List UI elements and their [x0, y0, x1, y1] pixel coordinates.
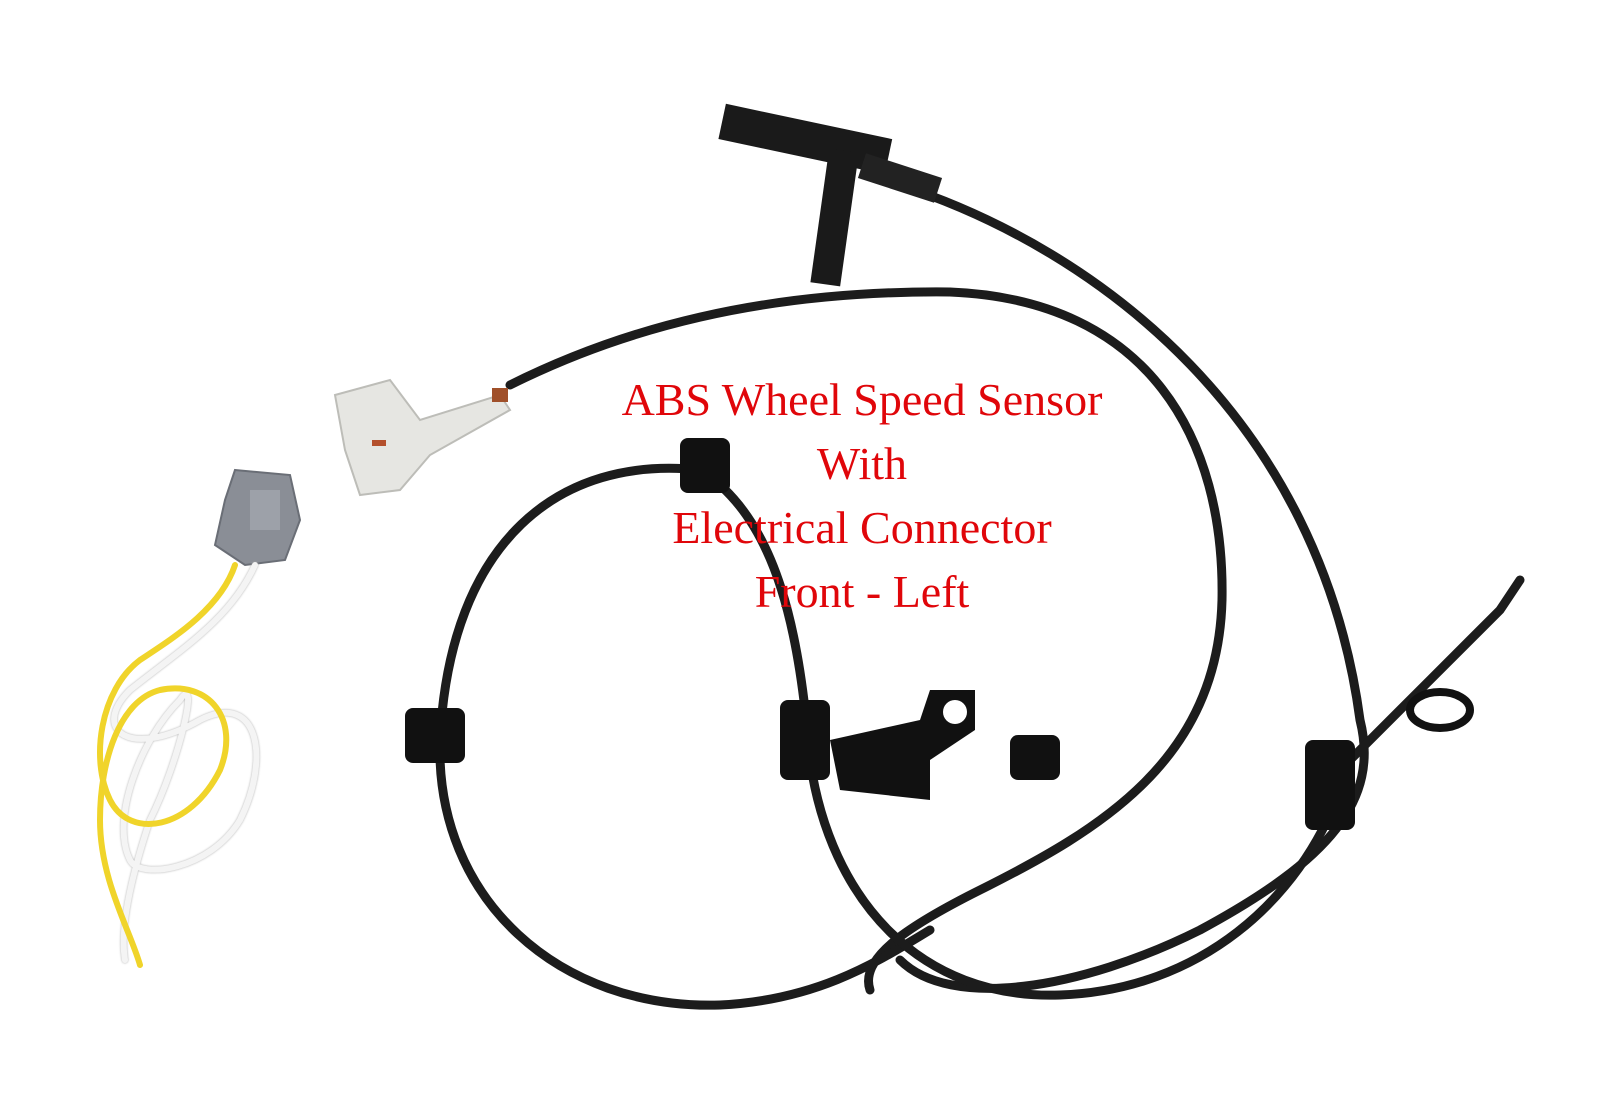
sensor-cable-left-loop [435, 463, 935, 1010]
sensor-cable-outer [895, 180, 1369, 993]
white-sensor-connector [333, 378, 512, 497]
product-caption: ABS Wheel Speed Sensor With Electrical C… [560, 368, 1164, 624]
sensor-cable-middle [695, 465, 1345, 1000]
bracket-arm [1345, 575, 1525, 765]
caption-line-connector: Electrical Connector [672, 502, 1052, 553]
cable-clips [405, 438, 1474, 830]
gray-pigtail-connector [213, 468, 302, 567]
caption-line-with: With [816, 438, 908, 489]
pigtail-wires [96, 562, 260, 968]
caption-line-position: Front - Left [754, 566, 970, 617]
sensor-cable-upper [505, 287, 1227, 995]
sensor-head [718, 103, 943, 287]
caption-line-title: ABS Wheel Speed Sensor [621, 374, 1103, 425]
